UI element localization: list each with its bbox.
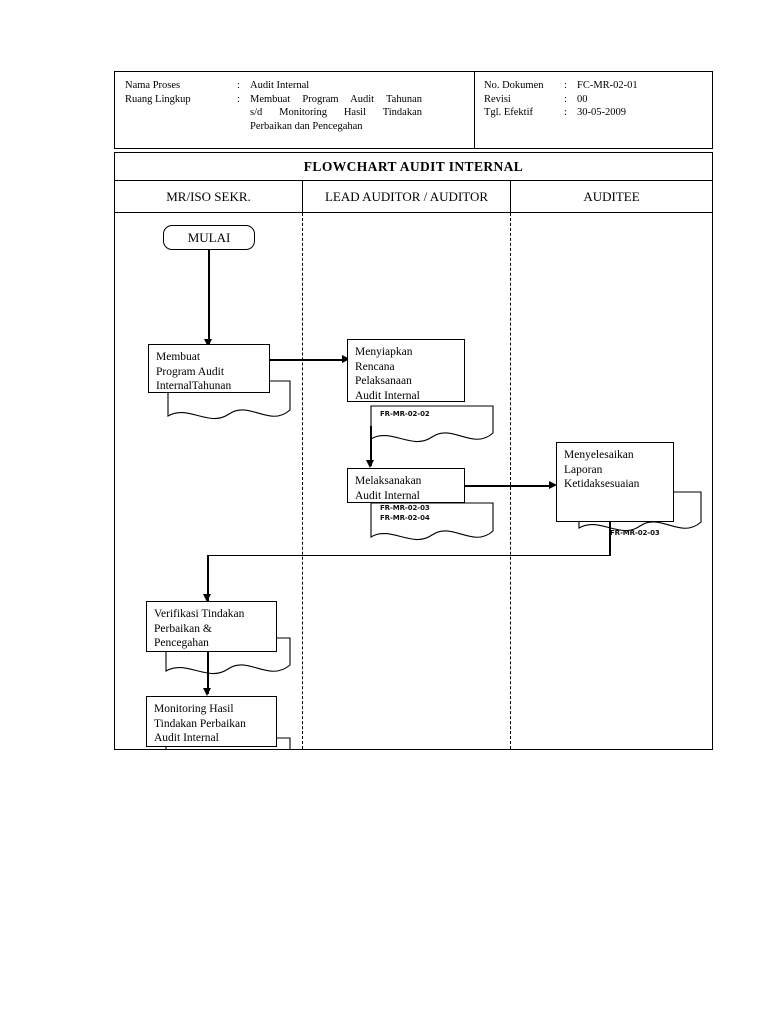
info-colon-5: : xyxy=(564,107,567,118)
form-code-monitoring-hasil: FR-MR-02-05 xyxy=(171,748,221,749)
connector-menyiapkan-to-melaksanakan xyxy=(370,426,372,466)
column-header-mr-iso-sekr-label: MR/ISO SEKR. xyxy=(166,188,251,204)
page-title: FLOWCHART AUDIT INTERNAL xyxy=(303,158,524,174)
info-value-ruang-lingkup-line2: s/d Monitoring Hasil Tindakan xyxy=(250,107,422,118)
process-verifikasi-tindakan-line3: Pencegahan xyxy=(154,637,209,649)
process-verifikasi-tindakan: Verifikasi Tindakan Perbaikan & Pencegah… xyxy=(146,601,277,652)
process-menyiapkan-rencana-line1: Menyiapkan xyxy=(355,346,413,358)
connector-melaksanakan-to-menyelesaikan xyxy=(465,485,551,487)
form-code-melaksanakan-audit: FR-MR-02-03 FR-MR-02-04 xyxy=(380,504,430,522)
swimlane-body: MULAI FR-MR-02-01 Membuat Program Audit … xyxy=(114,213,713,750)
process-menyiapkan-rencana: Menyiapkan Rencana Pelaksanaan Audit Int… xyxy=(347,339,465,402)
arrowhead-mulai-to-membuat xyxy=(204,339,213,347)
terminator-mulai: MULAI xyxy=(163,225,255,250)
info-row-revisi: Revisi : 00 xyxy=(484,93,712,107)
connector-mulai-to-membuat xyxy=(208,250,210,345)
column-header-lead-auditor-label: LEAD AUDITOR / AUDITOR xyxy=(324,188,489,204)
info-value-nama-proses: Audit Internal xyxy=(250,80,310,91)
arrowhead-membuat-to-menyiapkan xyxy=(342,355,350,364)
process-menyiapkan-rencana-line3: Pelaksanaan xyxy=(355,375,412,387)
document-shape-menyiapkan-rencana xyxy=(370,405,494,449)
form-code-menyiapkan-rencana: FR-MR-02-02 xyxy=(380,410,430,418)
info-row-nama-proses: Nama Proses : Audit Internal xyxy=(125,79,474,93)
info-label-ruang-lingkup: Ruang Lingkup xyxy=(125,93,191,105)
info-colon-1: : xyxy=(237,80,240,91)
info-row-tgl-efektif: Tgl. Efektif : 30-05-2009 xyxy=(484,106,712,120)
info-value-ruang-lingkup-line1: Membuat Program Audit Tahunan xyxy=(250,93,422,105)
connector-verifikasi-to-monitoring xyxy=(207,652,209,694)
process-monitoring-hasil-line2: Tindakan Perbaikan xyxy=(154,717,246,730)
process-melaksanakan-audit-line2: Audit Internal xyxy=(355,489,420,502)
connector-feedback-vertical-left xyxy=(207,554,209,601)
info-value-revisi: 00 xyxy=(577,93,588,105)
info-label-no-dokumen: No. Dokumen xyxy=(484,80,544,91)
info-value-ruang-lingkup: Membuat Program Audit Tahunan s/d Monito… xyxy=(250,93,422,134)
connector-feedback-horizontal xyxy=(207,554,610,557)
process-melaksanakan-audit: Melaksanakan Audit Internal xyxy=(347,468,465,503)
arrowhead-menyiapkan-to-melaksanakan xyxy=(366,460,375,468)
process-membuat-program-audit-line3: InternalTahunan xyxy=(156,380,232,392)
process-menyelesaikan-laporan-line2: Laporan xyxy=(564,463,603,476)
column-header-auditee-label: AUDITEE xyxy=(583,188,640,204)
document-info-table: Nama Proses : Audit Internal Ruang Lingk… xyxy=(114,71,713,149)
info-left-block: Nama Proses : Audit Internal Ruang Lingk… xyxy=(115,72,475,148)
process-membuat-program-audit: Membuat Program Audit InternalTahunan xyxy=(148,344,270,393)
flowchart-title-bar: FLOWCHART AUDIT INTERNAL xyxy=(114,152,713,181)
info-right-block: No. Dokumen : FC-MR-02-01 Revisi : 00 Tg… xyxy=(475,72,712,148)
arrowhead-melaksanakan-to-menyelesaikan xyxy=(549,481,557,490)
process-menyelesaikan-laporan: Menyelesaikan Laporan Ketidaksesuaian xyxy=(556,442,674,522)
connector-feedback-vertical-right xyxy=(609,522,611,556)
process-menyiapkan-rencana-line4: Audit Internal xyxy=(355,389,420,402)
lane-divider-1 xyxy=(302,213,303,749)
info-value-ruang-lingkup-line3: Perbaikan dan Pencegahan xyxy=(250,120,363,132)
document-shape-melaksanakan-audit xyxy=(370,502,494,547)
info-colon-4: : xyxy=(564,93,567,105)
arrowhead-verifikasi-to-monitoring xyxy=(203,688,212,696)
process-monitoring-hasil: Monitoring Hasil Tindakan Perbaikan Audi… xyxy=(146,696,277,747)
terminator-mulai-label: MULAI xyxy=(187,229,231,245)
form-code-menyelesaikan-laporan: FR-MR-02-03 xyxy=(610,529,660,537)
arrowhead-feedback-to-verifikasi xyxy=(203,594,212,602)
swimlane-header-row: MR/ISO SEKR. LEAD AUDITOR / AUDITOR AUDI… xyxy=(114,181,713,213)
process-menyelesaikan-laporan-line1: Menyelesaikan xyxy=(564,449,634,461)
process-verifikasi-tindakan-line1: Verifikasi Tindakan xyxy=(154,608,245,620)
info-row-ruang-lingkup: Ruang Lingkup : Membuat Program Audit Ta… xyxy=(125,93,474,134)
column-header-auditee: AUDITEE xyxy=(511,181,712,212)
column-header-lead-auditor: LEAD AUDITOR / AUDITOR xyxy=(303,181,511,212)
process-menyelesaikan-laporan-line3: Ketidaksesuaian xyxy=(564,478,640,490)
process-verifikasi-tindakan-line2: Perbaikan & xyxy=(154,622,212,635)
lane-divider-2 xyxy=(510,213,511,749)
info-colon-2: : xyxy=(237,93,240,105)
info-value-no-dokumen: FC-MR-02-01 xyxy=(577,80,638,91)
connector-membuat-to-menyiapkan xyxy=(270,359,344,361)
process-membuat-program-audit-line1: Membuat xyxy=(156,351,201,363)
flowchart-document: Nama Proses : Audit Internal Ruang Lingk… xyxy=(114,71,713,750)
info-label-tgl-efektif: Tgl. Efektif xyxy=(484,107,533,118)
column-header-mr-iso-sekr: MR/ISO SEKR. xyxy=(115,181,303,212)
info-value-tgl-efektif: 30-05-2009 xyxy=(577,107,626,118)
process-menyiapkan-rencana-line2: Rencana xyxy=(355,360,395,373)
process-membuat-program-audit-line2: Program Audit xyxy=(156,365,225,378)
process-monitoring-hasil-line3: Audit Internal xyxy=(154,732,219,744)
process-monitoring-hasil-line1: Monitoring Hasil xyxy=(154,703,234,715)
info-colon-3: : xyxy=(564,80,567,91)
process-melaksanakan-audit-line1: Melaksanakan xyxy=(355,475,422,487)
info-label-nama-proses: Nama Proses xyxy=(125,80,181,91)
info-label-revisi: Revisi xyxy=(484,93,511,105)
info-row-no-dokumen: No. Dokumen : FC-MR-02-01 xyxy=(484,79,712,93)
